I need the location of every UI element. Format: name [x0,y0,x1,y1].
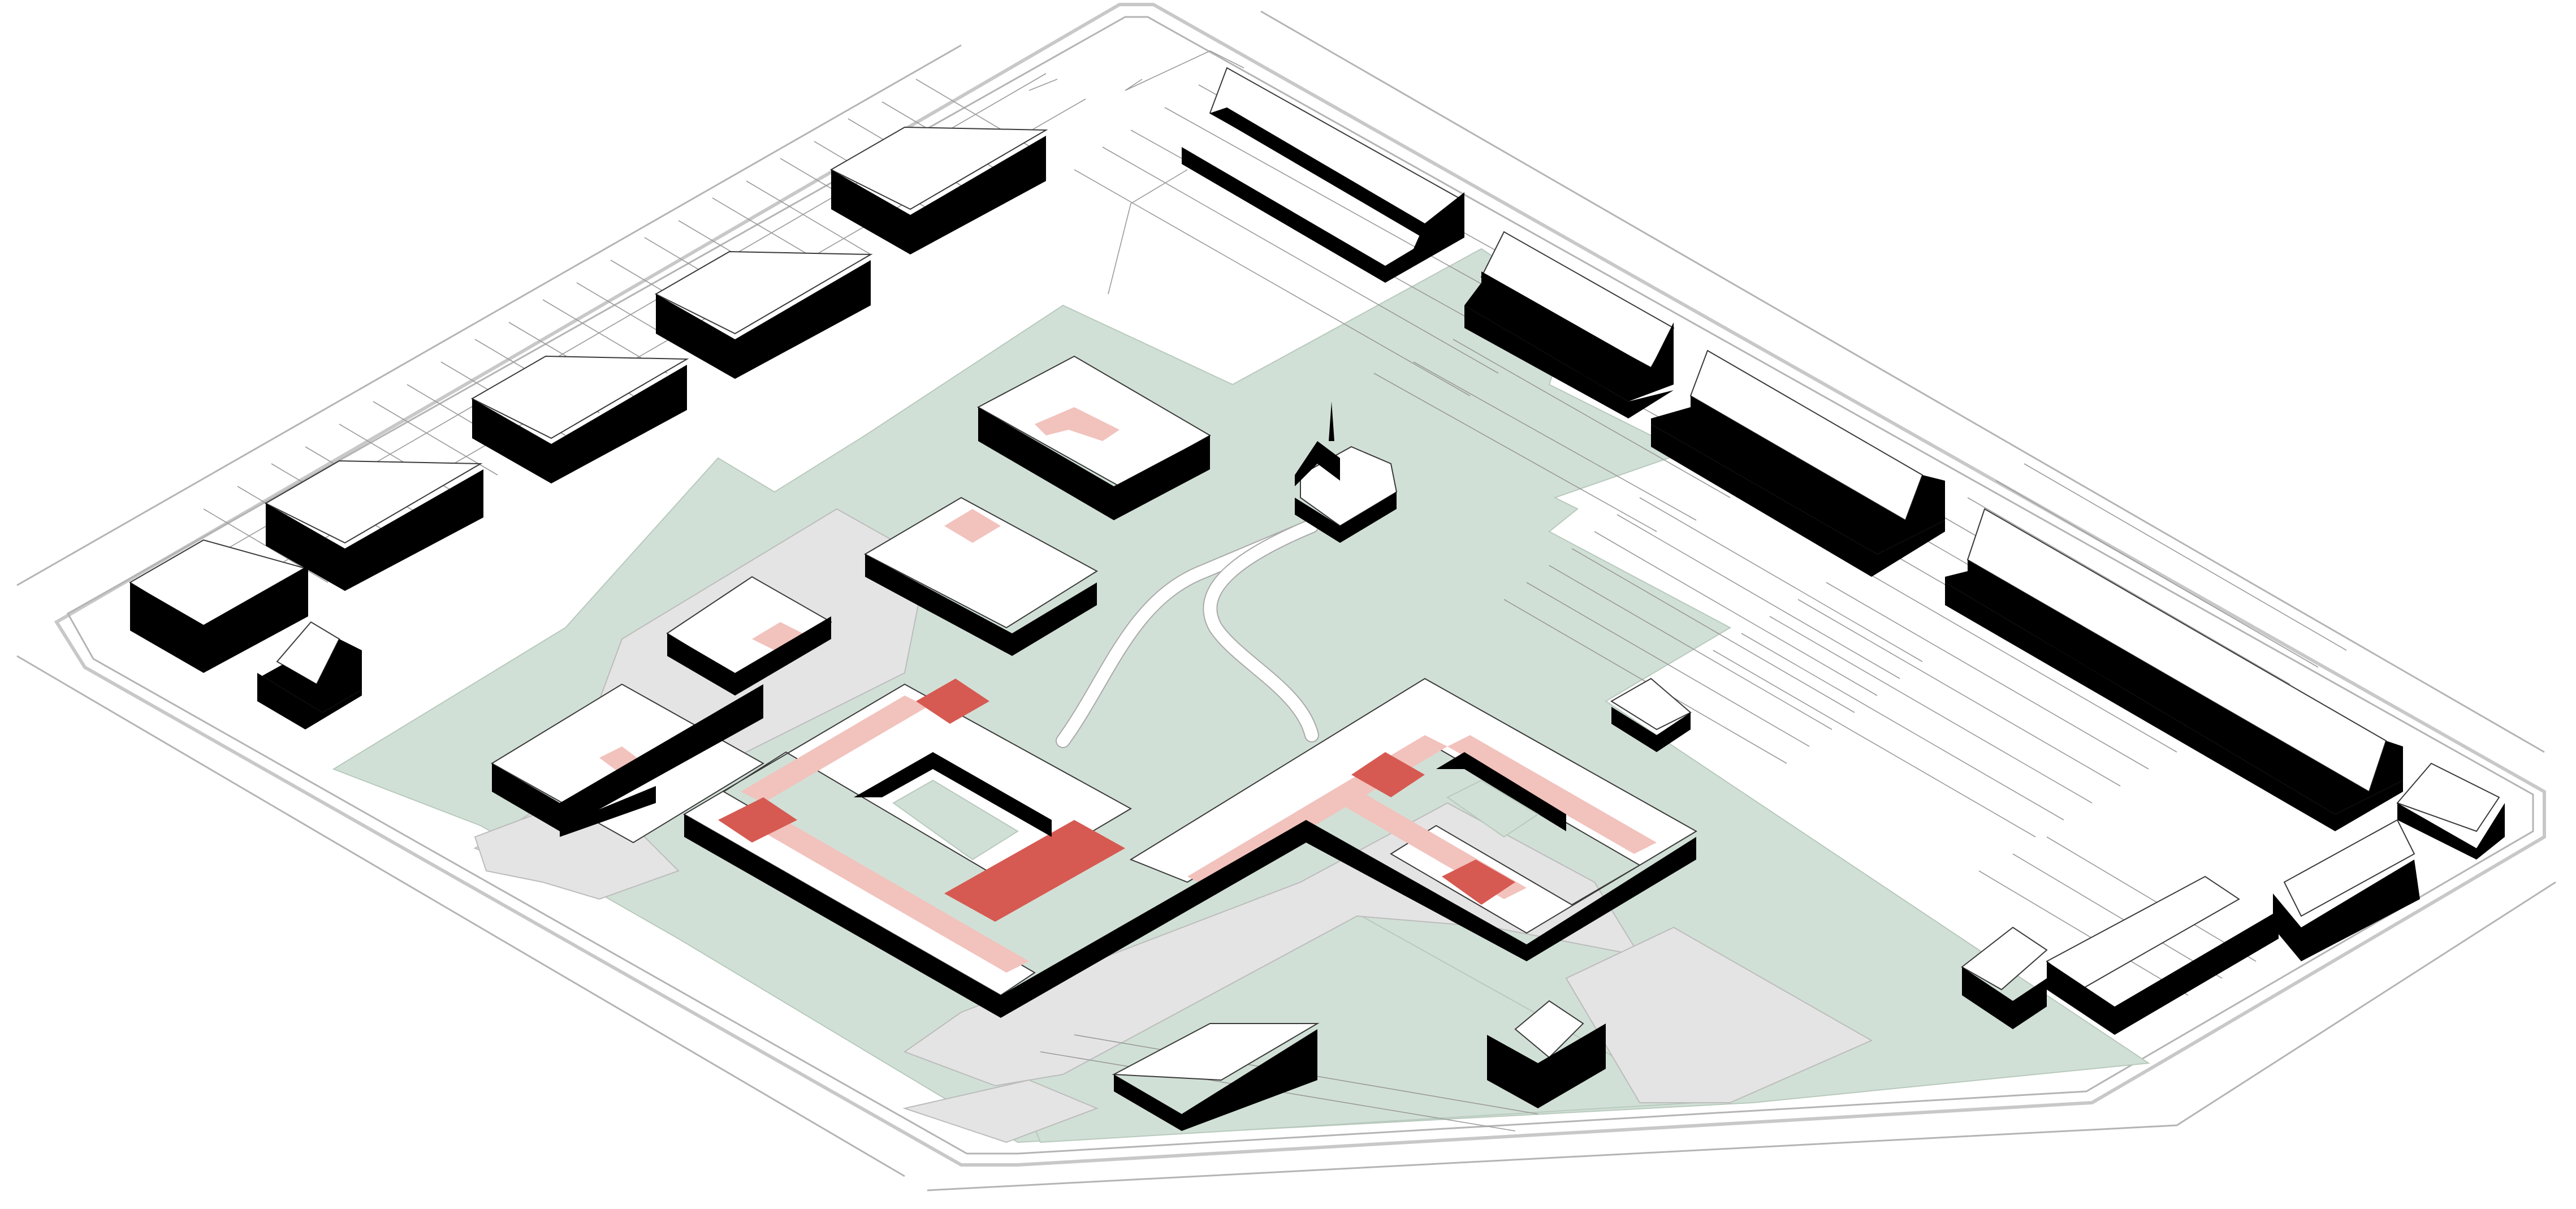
terrace [1464,231,1675,418]
building-row-west [129,126,1048,729]
terrace-long [1945,508,2403,831]
central-complex [683,677,1697,1018]
terrace [2046,875,2279,1035]
building-small [1961,926,2048,1029]
building [1112,1023,1320,1131]
building-cluster-west [491,355,1212,844]
building [264,460,483,591]
highlight-block [718,797,797,843]
cluster-building [976,355,1212,520]
street-outlines [16,3,2556,1191]
cluster-building [491,683,764,844]
complex-roof-west [683,683,1133,996]
building [129,539,308,673]
building [654,251,873,379]
park-paths [1056,519,1319,748]
building-small [257,621,362,729]
highlight-block [1351,752,1425,797]
cluster-building [863,496,1098,656]
building-gabled [1487,1000,1606,1108]
highlight-block [944,820,1125,922]
church [1295,401,1398,543]
highlight-block [1442,860,1515,905]
building-row-south [1112,677,1692,1131]
terrace [2273,819,2420,961]
terrace [1182,67,1464,283]
building-end [2396,762,2505,860]
cluster-building [666,576,832,696]
terrace [1651,349,1945,577]
building-row-southeast [1961,819,2420,1035]
building-row-north [1182,67,2505,860]
building [470,355,689,483]
building-small [1610,677,1692,752]
highlight-block [916,679,989,724]
building [829,126,1048,254]
